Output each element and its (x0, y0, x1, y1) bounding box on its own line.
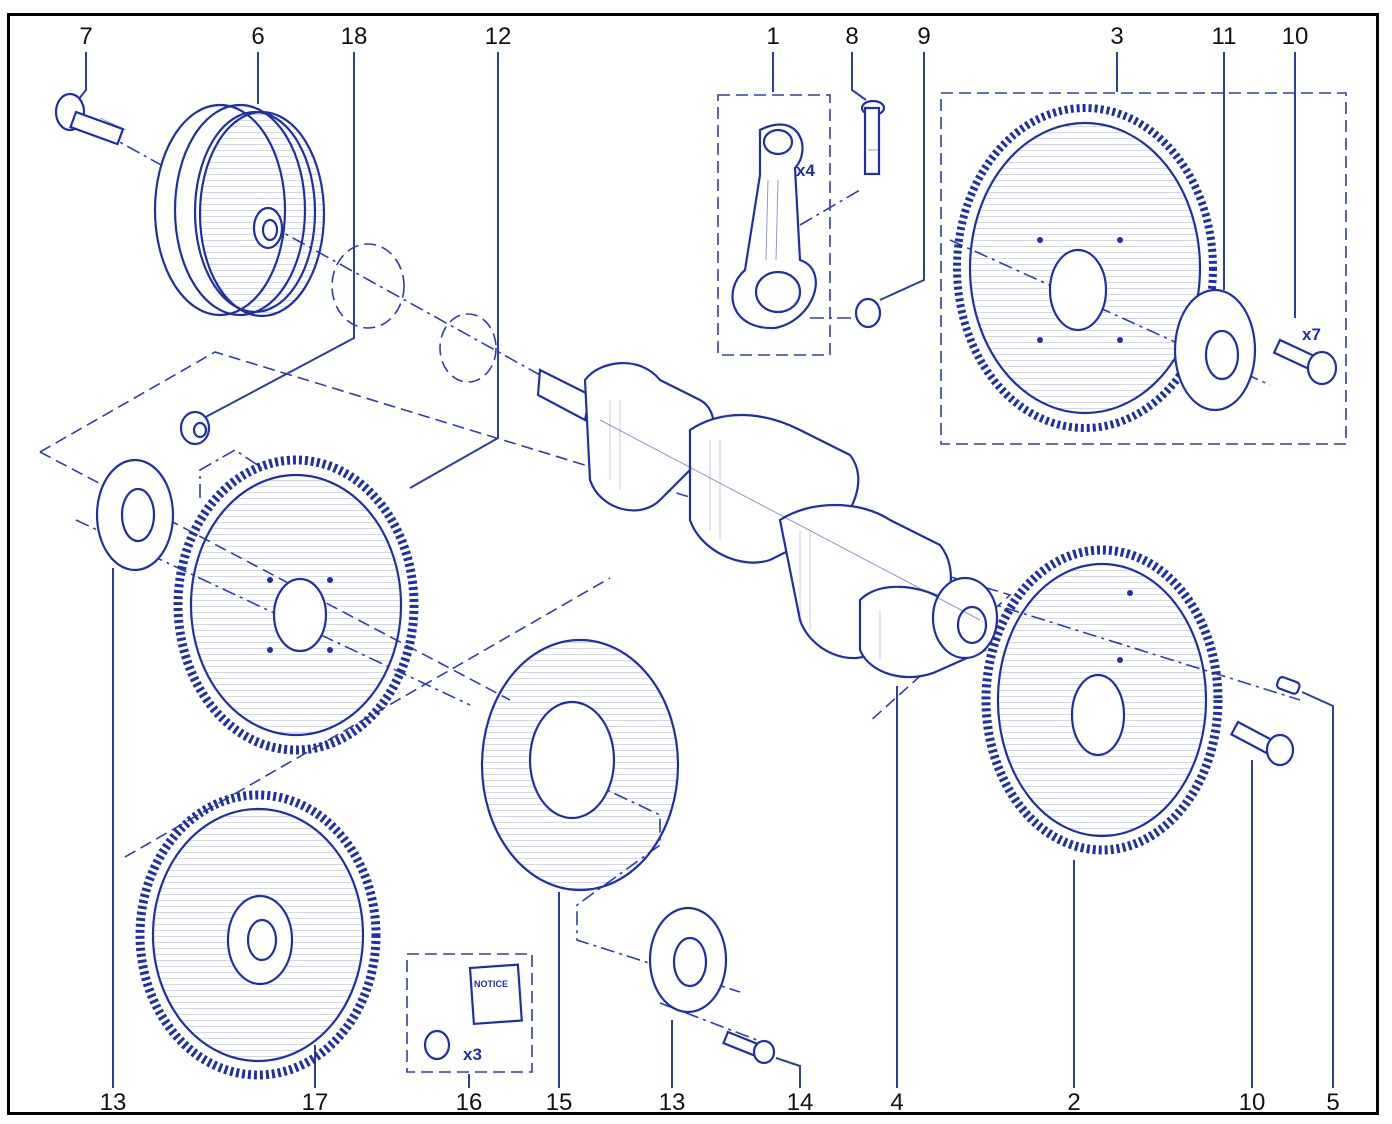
nuts-quantity: x3 (463, 1045, 482, 1064)
kit-16: NOTICE x3 (423, 963, 523, 1064)
plate-11 (1173, 288, 1257, 412)
plate-13-mid (648, 906, 728, 1014)
callout-1: 1 (766, 23, 779, 50)
notice-label: NOTICE (474, 979, 508, 989)
callout-13-left: 13 (100, 1089, 127, 1116)
callout-4: 4 (890, 1089, 903, 1116)
phantom-sprockets (331, 243, 497, 383)
nut-18 (179, 410, 211, 446)
callout-9: 9 (917, 23, 930, 50)
bolt-14 (722, 1030, 776, 1065)
callout-2: 2 (1067, 1089, 1080, 1116)
flywheel-group-box (940, 92, 1347, 445)
callout-10-top: 10 (1282, 23, 1309, 50)
kit-group-box (406, 953, 533, 1073)
conrod-group-box (717, 94, 831, 356)
plate-13-left (95, 458, 175, 572)
flywheel-17 (135, 790, 381, 1080)
flywheel-3 (953, 104, 1217, 432)
flywheel-2 (981, 545, 1223, 855)
conrod-quantity: x4 (796, 161, 815, 180)
callout-8: 8 (845, 23, 858, 50)
callout-17: 17 (302, 1089, 329, 1116)
bolt-7 (54, 92, 127, 146)
callout-14: 14 (787, 1089, 814, 1116)
crankshaft-4 (536, 362, 999, 679)
callout-16: 16 (456, 1089, 483, 1116)
callout-3: 3 (1110, 23, 1123, 50)
callout-7: 7 (79, 23, 92, 50)
conrod-bolt-8 (860, 99, 886, 176)
flywheel-12 (173, 455, 419, 755)
bolts-quantity: x7 (1302, 325, 1321, 344)
dowel-5 (1275, 676, 1301, 695)
callout-6: 6 (251, 23, 264, 50)
callout-18: 18 (341, 23, 368, 50)
callout-5: 5 (1326, 1089, 1339, 1116)
disc-15 (480, 638, 680, 892)
callout-11: 11 (1212, 23, 1237, 50)
callout-12: 12 (485, 23, 512, 50)
conrod-nut-9 (854, 297, 882, 329)
pulley-6 (153, 103, 326, 318)
notice-booklet-icon (468, 963, 523, 1026)
bolt-10-top: x7 (1272, 325, 1338, 386)
nut-icon (423, 1029, 451, 1061)
bolt-10-bottom (1229, 720, 1295, 767)
callout-13-mid: 13 (659, 1089, 686, 1116)
connecting-rod-1: x4 (731, 123, 817, 330)
callout-10-bottom: 10 (1239, 1089, 1266, 1116)
leader-lines (77, 52, 1334, 1088)
callout-15: 15 (546, 1089, 573, 1116)
